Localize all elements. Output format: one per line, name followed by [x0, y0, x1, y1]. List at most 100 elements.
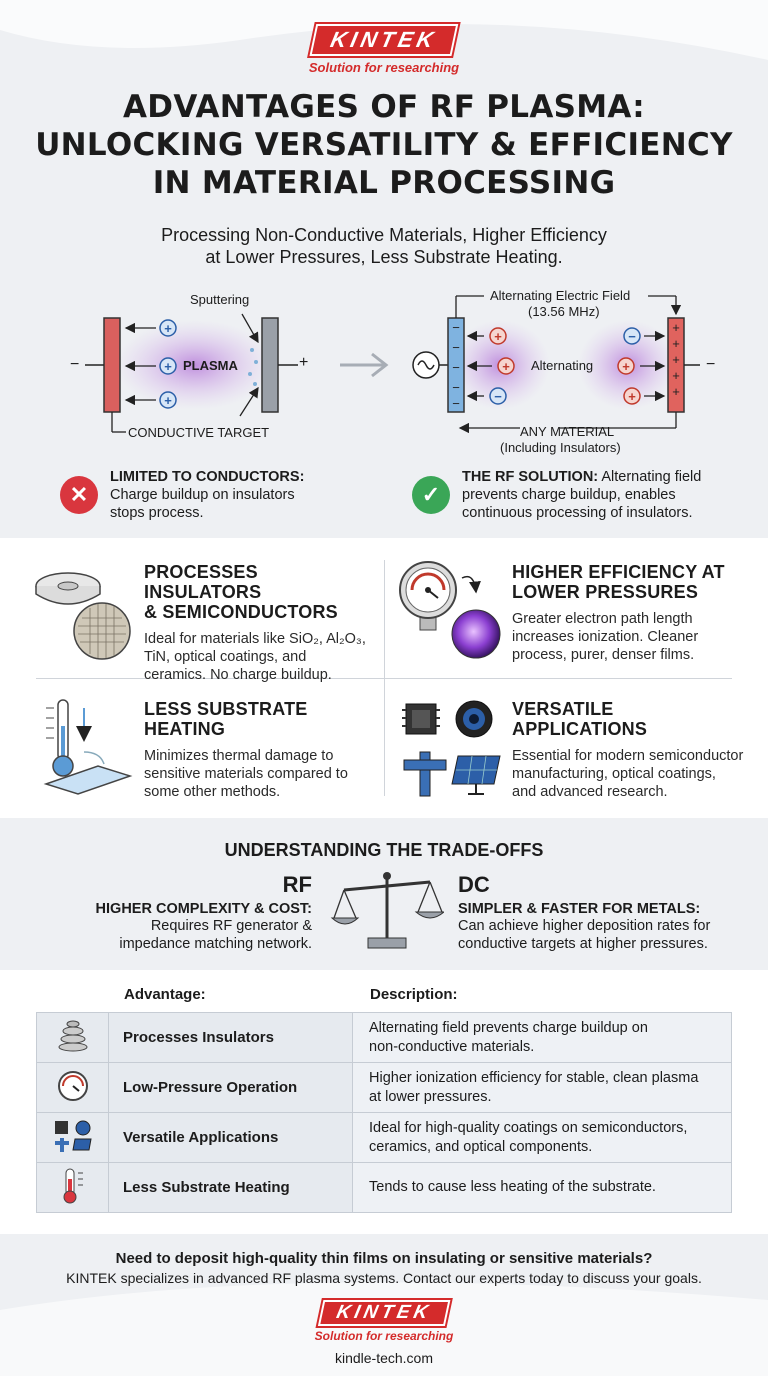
- cta-text: KINTEK specializes in advanced RF plasma…: [66, 1270, 702, 1286]
- dc-tradeoff-text: conductive targets at higher pressures.: [458, 936, 708, 952]
- pressure-gauge-icon: [399, 561, 501, 659]
- limited-title: LIMITED TO CONDUCTORS:: [110, 469, 305, 485]
- solution-status: THE RF SOLUTION: Alternating field preve…: [462, 468, 701, 522]
- logo-wordmark: KINTEK: [309, 24, 459, 56]
- advantage-cell: Versatile Applications: [108, 1112, 353, 1163]
- description-cell: Ideal for high-quality coatings on semic…: [352, 1112, 732, 1163]
- description-cell: Tends to cause less heating of the subst…: [352, 1162, 732, 1213]
- limited-text: stops process.: [110, 505, 204, 521]
- rf-tradeoff-text: Requires RF generator &: [150, 918, 312, 934]
- dc-plus-label: +: [299, 354, 309, 371]
- dc-minus-label: −: [70, 356, 80, 373]
- limited-status: LIMITED TO CONDUCTORS: Charge buildup on…: [110, 468, 304, 522]
- any-material-label: ANY MATERIAL: [520, 424, 615, 439]
- dc-tradeoff: DC SIMPLER & FASTER FOR METALS: Can achi…: [458, 872, 748, 953]
- insulator-icon: [58, 1020, 87, 1051]
- rf-tradeoff-text: impedance matching network.: [119, 936, 312, 952]
- page-title: ADVANTAGES OF RF PLASMA: UNLOCKING VERSA…: [0, 88, 768, 202]
- svg-text:+: +: [672, 368, 680, 383]
- svg-text:+: +: [164, 321, 172, 336]
- dc-diagram: + + +: [85, 313, 389, 433]
- table-row: Processes Insulators Alternating field p…: [36, 1012, 732, 1063]
- svg-text:−: −: [494, 389, 502, 404]
- field-label: Alternating Electric Field: [490, 288, 631, 303]
- advantage-cell: Processes Insulators: [108, 1012, 353, 1063]
- subtitle-line: Processing Non-Conductive Materials, Hig…: [161, 225, 607, 245]
- solution-title: THE RF SOLUTION:: [462, 469, 599, 485]
- tradeoffs-heading: UNDERSTANDING THE TRADE-OFFS: [224, 840, 544, 860]
- limited-text: Charge buildup on insulators: [110, 487, 295, 503]
- svg-text:−: −: [452, 320, 460, 335]
- table-row: Versatile Applications Ideal for high-qu…: [36, 1112, 732, 1163]
- svg-text:+: +: [494, 329, 502, 344]
- conductive-target-label: CONDUCTIVE TARGET: [128, 425, 270, 440]
- website-link[interactable]: kindle-tech.com: [334, 1350, 434, 1366]
- solution-text: continuous processing of insulators.: [462, 505, 693, 521]
- svg-text:−: −: [452, 360, 460, 375]
- cta-question: Need to deposit high-quality thin films …: [115, 1250, 653, 1267]
- svg-text:+: +: [622, 359, 630, 374]
- feature-title: PROCESSES INSULATORS& SEMICONDUCTORS: [144, 562, 338, 622]
- gauge-icon: [57, 1070, 88, 1101]
- svg-text:+: +: [672, 320, 680, 335]
- advantage-cell: Low-Pressure Operation: [108, 1062, 353, 1113]
- brand-logo-footer: KINTEK Solution for researching: [314, 1300, 454, 1343]
- svg-text:+: +: [164, 393, 172, 408]
- svg-text:+: +: [628, 389, 636, 404]
- brand-logo: KINTEK Solution for researching: [309, 24, 459, 75]
- check-circle-icon: ✓: [412, 476, 450, 514]
- svg-text:−: −: [452, 396, 460, 411]
- sputtering-label: Sputtering: [190, 292, 250, 307]
- table-header-advantage: Advantage:: [124, 986, 206, 1003]
- feature-card-insulators: PROCESSES INSULATORS& SEMICONDUCTORS Ide…: [144, 562, 374, 684]
- dc-tradeoff-text: Can achieve higher deposition rates for: [458, 918, 711, 934]
- title-line: UNLOCKING VERSATILITY & EFFICIENCY: [35, 127, 733, 163]
- logo-wordmark: KINTEK: [317, 1300, 451, 1326]
- applications-icon: [54, 1120, 92, 1152]
- plasma-label: PLASMA: [183, 358, 238, 373]
- call-to-action: Need to deposit high-quality thin films …: [0, 1250, 768, 1286]
- subtitle-line: at Lower Pressures, Less Substrate Heati…: [205, 247, 563, 267]
- rf-tradeoff: RF HIGHER COMPLEXITY & COST: Requires RF…: [30, 872, 312, 953]
- logo-tagline: Solution for researching: [314, 1329, 454, 1343]
- rf-tradeoff-title: HIGHER COMPLEXITY & COST:: [95, 901, 312, 917]
- svg-text:−: −: [628, 329, 636, 344]
- applications-icon: [402, 700, 501, 797]
- svg-text:−: −: [452, 380, 460, 395]
- wafer-disc-icon: [35, 572, 131, 660]
- svg-text:+: +: [672, 384, 680, 399]
- svg-text:−: −: [452, 340, 460, 355]
- balance-scale-icon: [330, 872, 444, 949]
- anode-plate: [261, 317, 279, 413]
- table-row: Less Substrate Heating Tends to cause le…: [36, 1162, 732, 1213]
- rf-label: RF: [282, 872, 312, 897]
- table-row: Low-Pressure Operation Higher ionization…: [36, 1062, 732, 1113]
- rf-minus-label: −: [706, 356, 716, 373]
- svg-text:+: +: [502, 359, 510, 374]
- table-header-description: Description:: [370, 986, 458, 1003]
- page-subtitle: Processing Non-Conductive Materials, Hig…: [0, 224, 768, 268]
- advantage-cell: Less Substrate Heating: [108, 1162, 353, 1213]
- solution-text: prevents charge buildup, enables: [462, 487, 676, 503]
- title-line: ADVANTAGES OF RF PLASMA:: [123, 89, 645, 125]
- thermometer-icon: [63, 1168, 83, 1203]
- description-cell: Higher ionization efficiency for stable,…: [352, 1062, 732, 1113]
- dc-tradeoff-title: SIMPLER & FASTER FOR METALS:: [458, 901, 701, 917]
- logo-tagline: Solution for researching: [308, 60, 460, 75]
- svg-text:+: +: [672, 336, 680, 351]
- dc-label: DC: [458, 872, 490, 897]
- svg-text:+: +: [672, 352, 680, 367]
- insulators-note: (Including Insulators): [500, 440, 621, 455]
- cathode-plate: [103, 317, 121, 413]
- advantages-table: Processes Insulators Alternating field p…: [36, 1012, 732, 1213]
- alternating-label: Alternating: [531, 358, 594, 373]
